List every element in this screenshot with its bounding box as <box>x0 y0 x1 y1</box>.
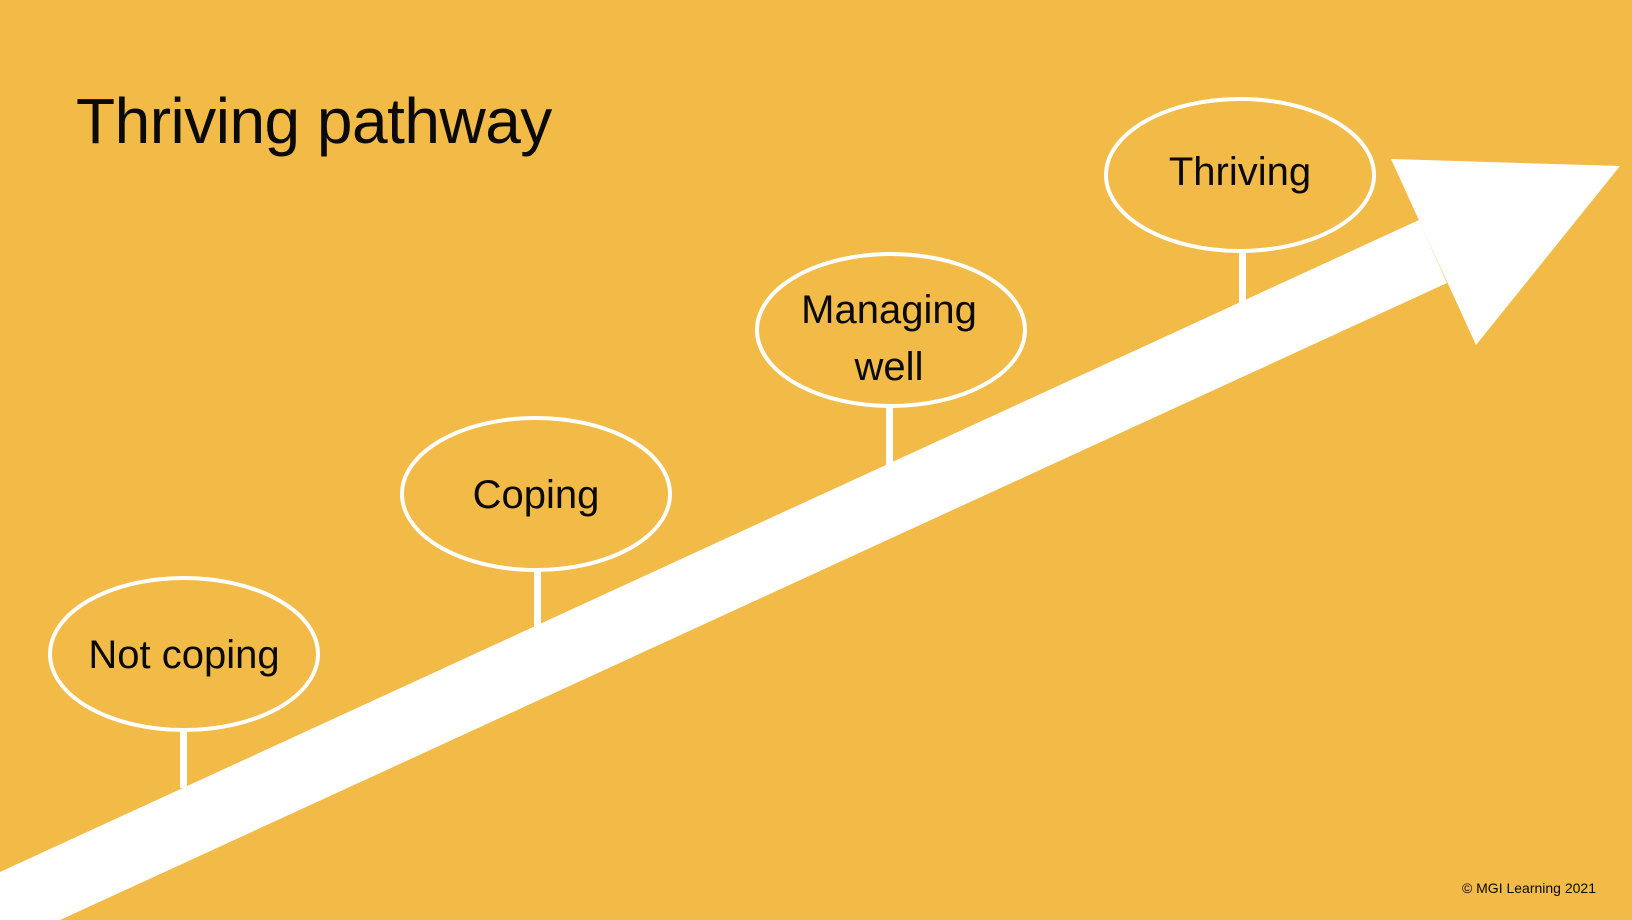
stage-bubble <box>1104 97 1376 253</box>
stage-not-coping: Not coping <box>48 576 320 788</box>
copyright-notice: © MGI Learning 2021 <box>1461 880 1596 896</box>
stage-label: Not coping <box>88 633 279 677</box>
pathway-arrow-shaft <box>0 220 1447 920</box>
stage-connector <box>1239 250 1246 306</box>
pathway-arrow-head <box>1391 159 1620 345</box>
stage-bubble <box>48 576 320 732</box>
stage-bubble <box>755 252 1027 408</box>
stage-connector <box>180 728 187 788</box>
stage-label: Thriving <box>1169 150 1311 194</box>
stage-managing-well: Managing well <box>755 252 1027 466</box>
stage-label-line-2: well <box>854 345 924 389</box>
stage-connector <box>534 568 541 628</box>
slide-title: Thriving pathway <box>76 85 552 157</box>
stage-connector <box>886 404 893 466</box>
stage-bubble <box>400 416 672 572</box>
stage-label-line-1: Managing <box>801 288 977 332</box>
stage-thriving: Thriving <box>1104 97 1376 306</box>
stage-coping: Coping <box>400 416 672 628</box>
stage-label: Coping <box>473 473 600 517</box>
